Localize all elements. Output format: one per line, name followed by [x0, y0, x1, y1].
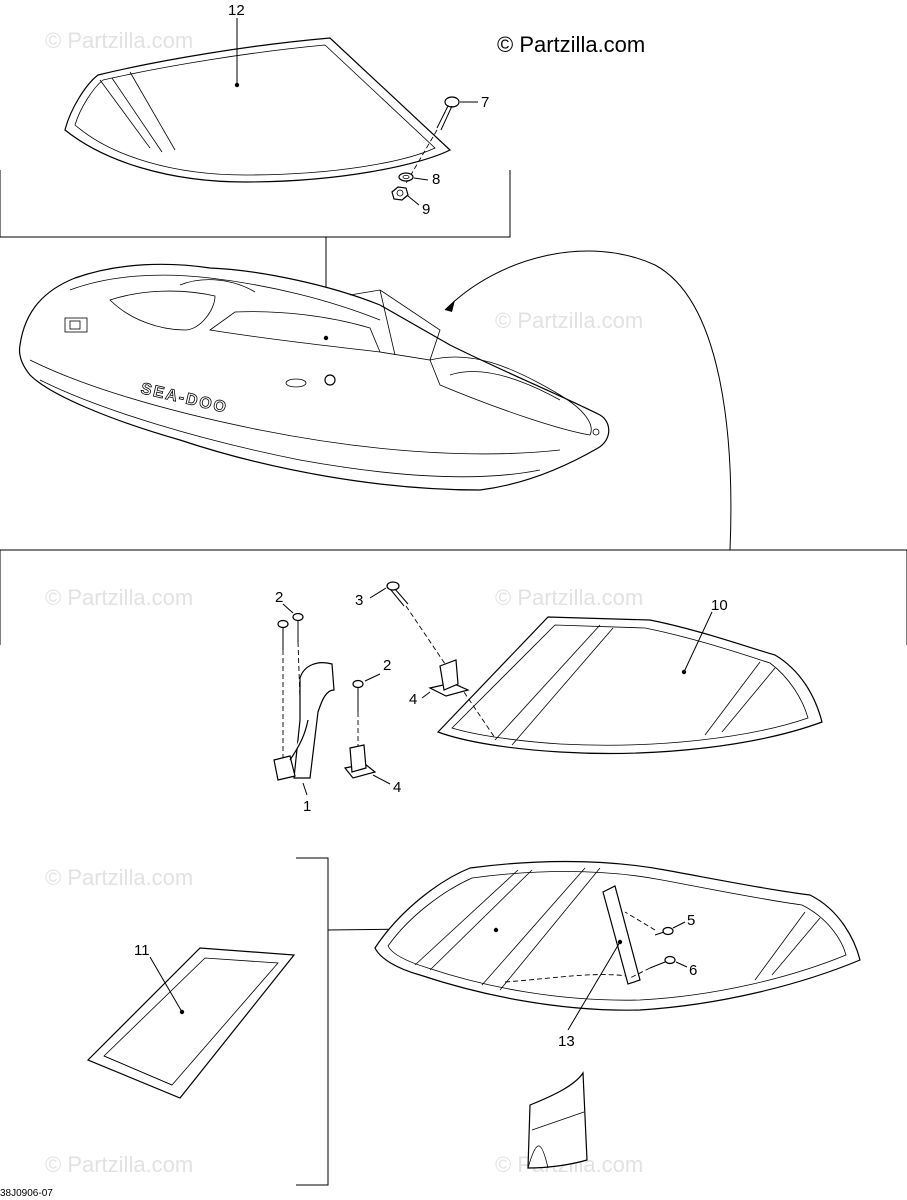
callout-7: 7 [481, 94, 489, 111]
diagram-code: 38J0906-07 [0, 1188, 53, 1199]
screw-5 [624, 911, 686, 936]
nut-9 [391, 186, 420, 206]
callout-1: 1 [303, 798, 311, 815]
bracket-4-lower [343, 744, 391, 785]
windshield-assembly [374, 860, 861, 1011]
bracket-4-upper [421, 659, 470, 699]
watermark: © Partzilla.com [45, 28, 193, 53]
screw-6 [629, 955, 688, 979]
group-brackets [0, 170, 907, 1186]
callout-10: 10 [711, 597, 728, 614]
callout-11: 11 [134, 942, 150, 959]
screw-2-single [352, 673, 381, 748]
cover-13 [527, 939, 623, 1169]
callout-2-single: 2 [383, 657, 391, 674]
callout-4-upper: 4 [409, 691, 417, 708]
windshield-12 [64, 18, 452, 183]
callout-2-pair: 2 [275, 589, 283, 606]
washer-8 [398, 172, 429, 182]
callout-9: 9 [422, 201, 430, 218]
screw-3 [369, 581, 496, 739]
bracket-1 [273, 662, 335, 796]
screw-7 [404, 96, 478, 186]
watermark: © Partzilla.com [495, 308, 643, 333]
callout-4-lower: 4 [393, 779, 401, 796]
callout-5: 5 [687, 912, 695, 929]
callout-13: 13 [558, 1033, 575, 1050]
watermark: © Partzilla.com [45, 1152, 193, 1177]
callout-12: 12 [228, 2, 245, 19]
frame-11 [86, 947, 296, 1099]
watermark: © Partzilla.com [45, 865, 193, 890]
callout-3: 3 [355, 592, 363, 609]
watermark: © Partzilla.com [45, 585, 193, 610]
copyright-notice: © Partzilla.com [497, 32, 645, 57]
windshield-10 [436, 611, 823, 755]
watermark: © Partzilla.com [495, 585, 643, 610]
callout-6: 6 [689, 962, 697, 979]
boat-illustration: SEA-DOO [18, 263, 610, 491]
callout-8: 8 [432, 171, 440, 188]
